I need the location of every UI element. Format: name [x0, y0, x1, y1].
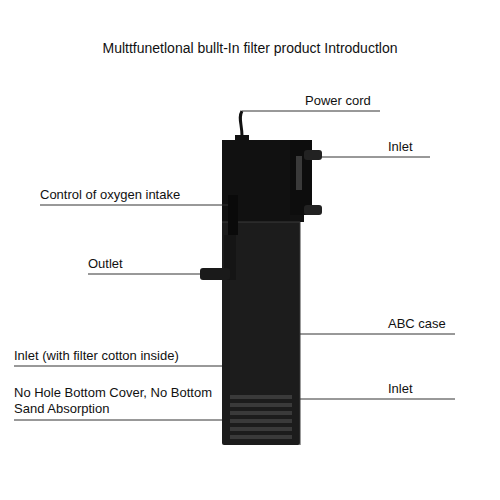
part-label: Control of oxygen intake	[40, 187, 220, 203]
oxygen-control	[228, 195, 238, 235]
outlet-nozzle	[200, 268, 230, 280]
diagram-title: Multtfunetlonal bullt-In filter product …	[0, 40, 500, 56]
part-label: Inlet (with filter cotton inside)	[14, 348, 220, 364]
power-cord	[240, 111, 242, 136]
part-label: ABC case	[388, 316, 488, 332]
part-label: No Hole Bottom Cover, No Bottom Sand Abs…	[14, 385, 214, 417]
housing-slot	[296, 156, 302, 190]
part-label: Outlet	[88, 256, 188, 272]
inlet-nozzle	[304, 150, 322, 160]
inlet-nozzle	[304, 205, 322, 215]
bottom-grille	[230, 395, 292, 439]
leader-lines	[14, 111, 455, 420]
part-label: Power cord	[305, 93, 455, 109]
part-label: Inlet	[388, 139, 488, 155]
part-label: Inlet	[388, 381, 488, 397]
